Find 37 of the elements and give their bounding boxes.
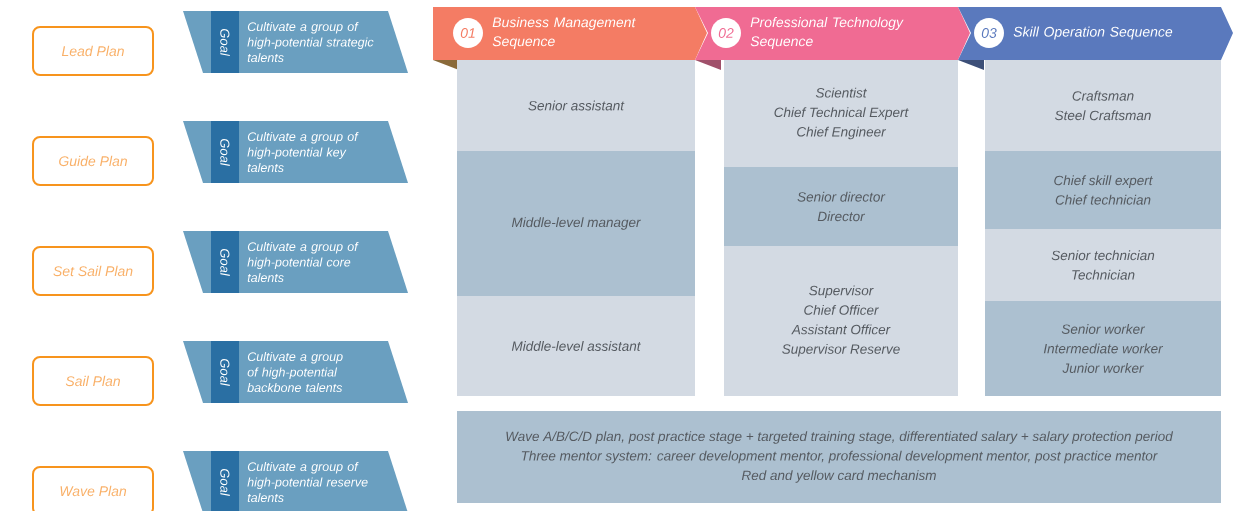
goal-banner	[183, 341, 408, 403]
goal-banner	[183, 231, 408, 293]
goal-banner	[183, 121, 408, 183]
goal-banner	[183, 11, 408, 73]
goal-text: Cultivate a group of high-potential key talents	[247, 131, 359, 173]
goal-tab: Goal	[211, 451, 239, 511]
position-cell: Scientist Chief Technical Expert Chief Engineer	[724, 60, 958, 167]
position-cell: Senior assistant	[457, 60, 695, 151]
goal-tab: Goal	[211, 11, 239, 73]
goal-text: Cultivate a group of high-potential core talents	[247, 241, 359, 283]
plan-box: Guide Plan	[32, 136, 154, 186]
position-cell: Middle-level assistant	[457, 296, 695, 396]
goal-text: Cultivate a group of high-potential strategic talents	[247, 21, 374, 63]
position-cell: Middle-level manager	[457, 151, 695, 296]
position-cell: Craftsman Steel Craftsman	[985, 60, 1221, 151]
plan-box: Lead Plan	[32, 26, 154, 76]
plan-box: Set Sail Plan	[32, 246, 154, 296]
goal-tab: Goal	[211, 341, 239, 403]
position-cell: Wave A/B/C/D plan, post practice stage + targeted training stage, differentiated salary + salary protection period Three mentor system: career development mentor, professional development mentor, post practice mentor Red and yellow card mechanism	[457, 411, 1221, 503]
position-cell: Senior technician Technician	[985, 229, 1221, 301]
sequence-header	[958, 7, 1233, 60]
position-cell: Senior worker Intermediate worker Junior worker	[985, 301, 1221, 396]
header-text: Professional Technology Sequence	[750, 16, 904, 49]
position-cell: Chief skill expert Chief technician	[985, 151, 1221, 229]
header-text: Skill Operation Sequence	[1013, 26, 1173, 40]
goal-tab: Goal	[211, 231, 239, 293]
plan-box: Sail Plan	[32, 356, 154, 406]
sequence-header	[433, 7, 707, 60]
header-text: Business Management Sequence	[492, 16, 636, 49]
goal-tab: Goal	[211, 121, 239, 183]
goal-banner	[183, 451, 408, 511]
plan-box: Wave Plan	[32, 466, 154, 511]
position-cell: Supervisor Chief Officer Assistant Officer Supervisor Reserve	[724, 246, 958, 396]
position-cell: Senior director Director	[724, 167, 958, 246]
sequence-header	[695, 7, 970, 60]
goal-text: Cultivate a group of high-potential backbone talents	[247, 351, 343, 393]
goal-text: Cultivate a group of high-potential reserve talents	[247, 461, 368, 503]
